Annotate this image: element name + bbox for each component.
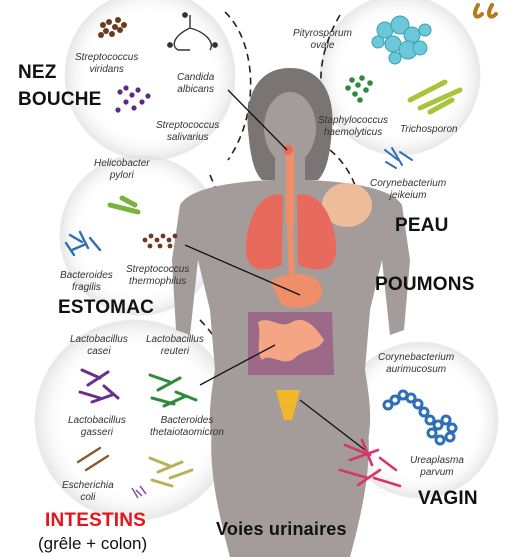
label-coryne-jeikeium: Corynebacteriumjeikeium [370,178,446,202]
label-intestins: INTESTINS [45,510,146,532]
label-strep-thermophilus: Streptococcusthermophilus [126,264,189,288]
trachea [286,145,294,225]
label-escherichia: Escherichiacoli [62,480,114,504]
label-pityrosporum: Pityrosporumovale [293,28,352,52]
label-bacteroides-theta: Bacteroidesthetaiotaomicron [150,415,224,439]
label-helicobacter: Helicobacterpylori [94,158,150,182]
label-estomac: ESTOMAC [58,297,154,319]
label-staph: Staphylococcushaemolyticus [318,115,388,139]
label-voies-urinaires: Voies urinaires [216,519,347,540]
label-candida: Candidaalbicans [177,72,214,96]
label-strep-salivarius: Streptococcussalivarius [156,120,219,144]
label-lacto-gasseri: Lactobacillusgasseri [68,415,126,439]
corner-mark-icon [475,5,496,17]
mouth-dot [283,145,293,155]
label-nez: NEZ [18,62,57,84]
label-bacteroides-fragilis: Bacteroidesfragilis [60,270,113,294]
label-strep-viridans: Streptococcusviridans [75,52,138,76]
label-lacto-casei: Lactobacilluscasei [70,334,128,358]
label-coryne-aurimucosum: Corynebacteriumaurimucosum [378,352,454,376]
label-ureaplasma: Ureaplasmaparvum [410,455,464,479]
label-peau: PEAU [395,215,449,237]
label-intestins-sub: (grêle + colon) [38,534,147,554]
label-poumons: POUMONS [375,274,475,296]
label-trichosporon: Trichosporon [400,124,458,136]
label-vagin: VAGIN [418,488,478,510]
label-lacto-reuteri: Lactobacillusreuteri [146,334,204,358]
label-bouche: BOUCHE [18,89,102,111]
